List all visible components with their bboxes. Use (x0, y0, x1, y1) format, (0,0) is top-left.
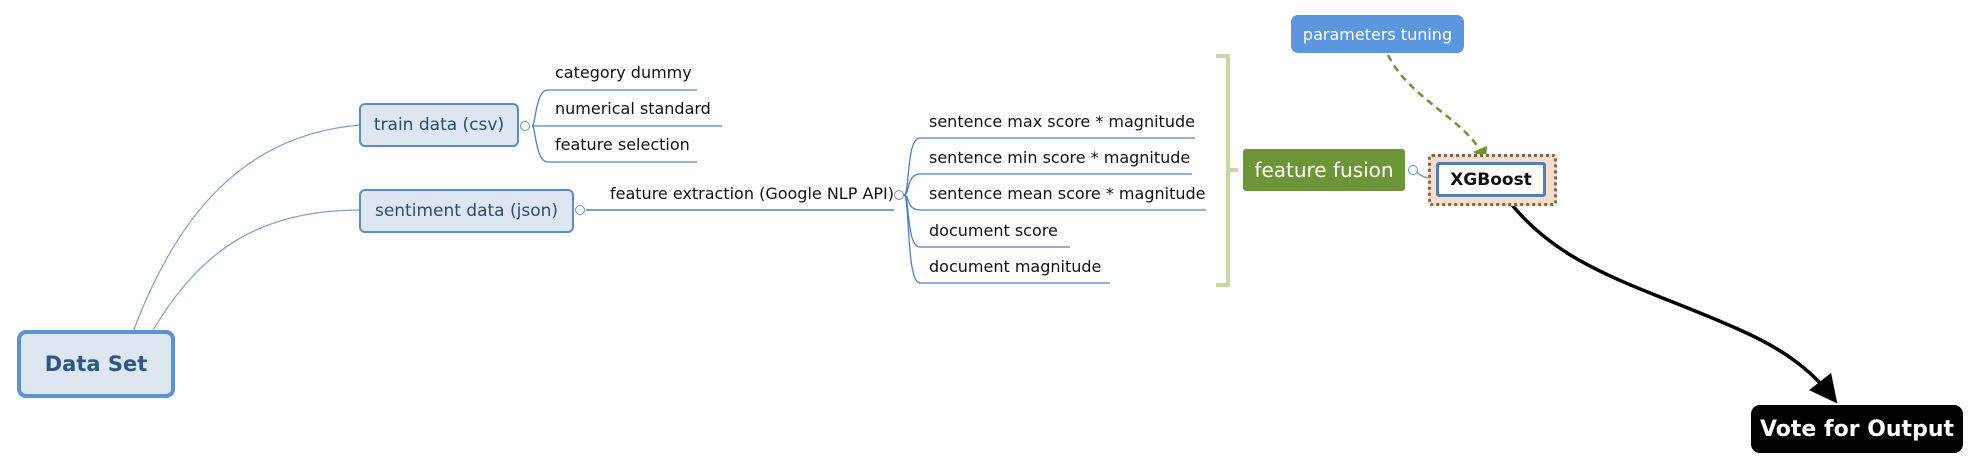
extraction-collapse-toggle[interactable] (894, 190, 904, 200)
xgboost-label: XGBoost (1450, 169, 1532, 190)
parameters-tuning-label: parameters tuning (1302, 24, 1453, 44)
vote-output-label: Vote for Output (1759, 416, 1955, 442)
feature-fusion-node[interactable]: feature fusion (1243, 149, 1405, 191)
sentiment-collapse-toggle[interactable] (575, 205, 585, 215)
leaf-category-dummy[interactable]: category dummy (555, 63, 692, 82)
leaf-feature-selection[interactable]: feature selection (555, 135, 690, 154)
leaf-document-score[interactable]: document score (929, 221, 1058, 240)
branch-train-data[interactable]: train data (csv) (359, 103, 519, 147)
extraction-leaf-connectors (903, 137, 1206, 284)
fusion-bracket (1216, 54, 1238, 287)
branch-sentiment-data[interactable]: sentiment data (json) (359, 189, 574, 233)
feature-fusion-label: feature fusion (1254, 158, 1394, 182)
node-feature-extraction[interactable]: feature extraction (Google NLP API) (610, 184, 894, 203)
model-to-output-arrow (1503, 194, 1838, 404)
leaf-numerical-standard[interactable]: numerical standard (555, 99, 711, 118)
branch-train-label: train data (csv) (373, 115, 505, 135)
root-label: Data Set (44, 352, 148, 376)
params-to-model-arrow (1386, 54, 1488, 163)
branch-sentiment-label: sentiment data (json) (374, 201, 559, 221)
root-to-sentiment-connector (151, 209, 361, 333)
xgboost-node[interactable]: XGBoost (1436, 162, 1546, 197)
leaf-document-magnitude[interactable]: document magnitude (929, 257, 1102, 276)
fusion-collapse-toggle[interactable] (1408, 165, 1418, 175)
leaf-sentence-max-score[interactable]: sentence max score * magnitude (929, 112, 1195, 131)
parameters-tuning-node[interactable]: parameters tuning (1291, 15, 1464, 53)
root-node-data-set[interactable]: Data Set (17, 330, 175, 398)
vote-output-node[interactable]: Vote for Output (1751, 405, 1963, 453)
train-collapse-toggle[interactable] (520, 121, 530, 131)
leaf-sentence-min-score[interactable]: sentence min score * magnitude (929, 148, 1191, 167)
train-leaf-connectors (531, 89, 722, 163)
leaf-sentence-mean-score[interactable]: sentence mean score * magnitude (929, 184, 1206, 203)
root-to-train-connector (132, 124, 361, 333)
